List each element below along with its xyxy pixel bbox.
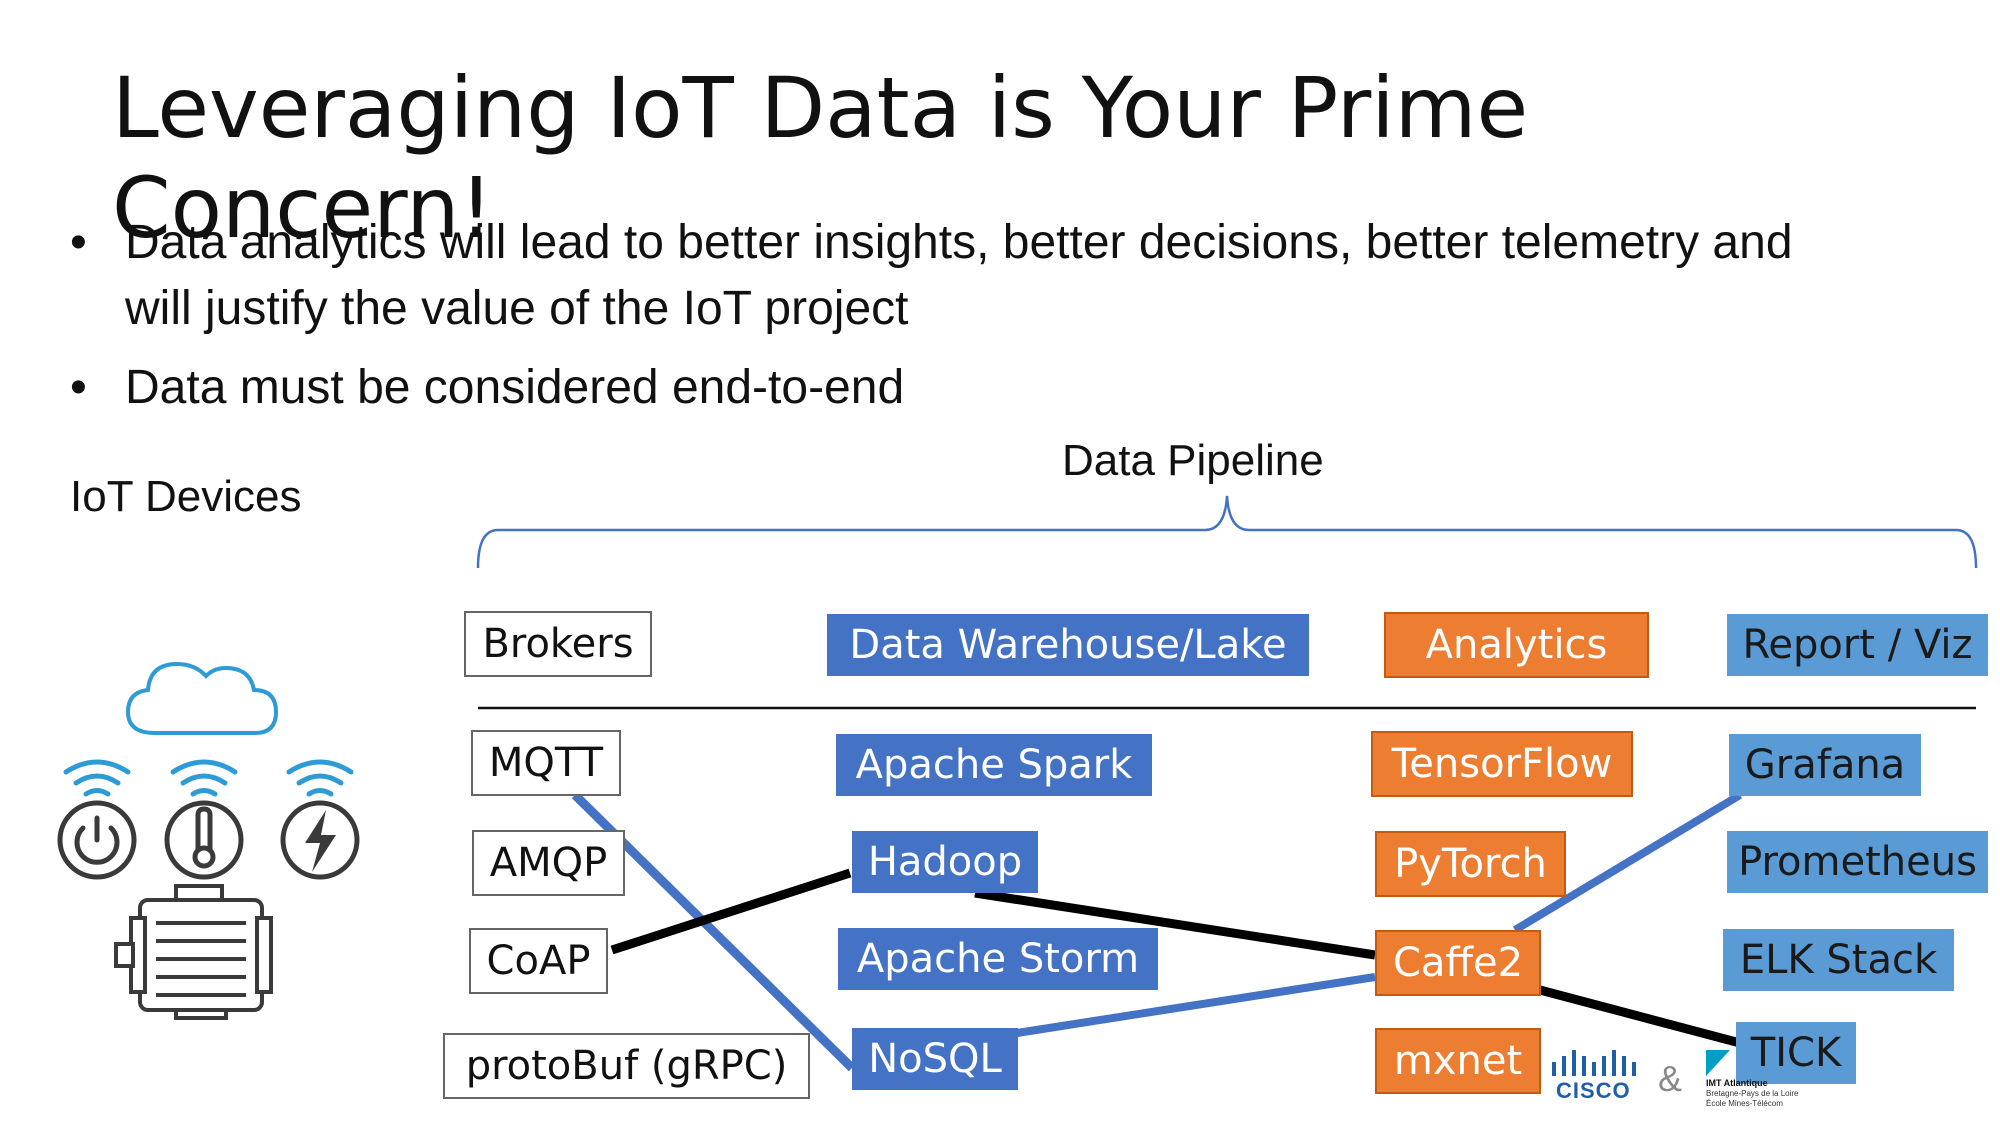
imt-logo-line2: École Mines-Télécom <box>1706 1099 1783 1108</box>
logo-ampersand: & <box>1658 1058 1683 1099</box>
cloud-icon <box>125 661 279 735</box>
header-analytics: Analytics <box>1384 612 1649 678</box>
imt-logo-line1: Bretagne-Pays de la Loire <box>1706 1089 1799 1098</box>
connector-coap-hadoop <box>610 868 852 955</box>
header-report-viz: Report / Viz <box>1727 614 1988 676</box>
connector-caffe2-grafana <box>1512 791 1743 934</box>
report-tick: TICK <box>1736 1022 1856 1084</box>
report-elk-stack: ELK Stack <box>1723 929 1954 991</box>
report-prometheus: Prometheus <box>1727 831 1988 893</box>
connector-nosql-caffe2 <box>1016 973 1376 1037</box>
imt-logo-icon <box>1706 1050 1730 1076</box>
data-pipeline-label: Data Pipeline <box>1062 436 1324 485</box>
broker-amqp: AMQP <box>472 830 625 896</box>
broker-mqtt: MQTT <box>471 730 621 796</box>
warehouse-nosql: NoSQL <box>852 1028 1018 1090</box>
warehouse-hadoop: Hadoop <box>852 831 1038 893</box>
slide-title: Leveraging IoT Data is Your Prime Concer… <box>112 59 1529 257</box>
thermometer-icon <box>164 800 244 880</box>
analytics-mxnet: mxnet <box>1375 1028 1541 1094</box>
wifi-icon <box>286 759 354 797</box>
connector-hadoop-caffe2 <box>974 888 1376 960</box>
iot-devices-label: IoT Devices <box>70 472 302 521</box>
broker-coap: CoAP <box>469 928 608 994</box>
header-data-warehouse: Data Warehouse/Lake <box>827 614 1309 676</box>
motor-icon <box>114 884 273 1020</box>
analytics-caffe2: Caffe2 <box>1375 930 1541 996</box>
wifi-icon <box>63 759 131 797</box>
imt-logo-name: IMT Atlantique <box>1706 1078 1768 1088</box>
wifi-icon <box>170 759 238 797</box>
bullet-marker: • <box>70 216 87 269</box>
bullet-item: • Data analytics will lead to better ins… <box>70 210 1850 342</box>
cisco-logo-icon <box>1552 1050 1636 1076</box>
bullet-text: Data must be considered end-to-end <box>125 361 905 414</box>
report-grafana: Grafana <box>1729 734 1921 796</box>
header-brokers: Brokers <box>464 611 652 677</box>
bullet-marker: • <box>70 361 87 414</box>
lightning-icon <box>280 800 360 880</box>
bullet-text: Data analytics will lead to better insig… <box>125 216 1793 335</box>
pipeline-brace <box>476 495 1978 569</box>
cisco-logo-text: CISCO <box>1556 1078 1631 1103</box>
warehouse-apache-spark: Apache Spark <box>836 734 1152 796</box>
analytics-pytorch: PyTorch <box>1375 831 1566 897</box>
bullet-item: • Data must be considered end-to-end <box>70 355 1850 421</box>
connector-caffe2-tick <box>1538 985 1742 1048</box>
warehouse-apache-storm: Apache Storm <box>838 928 1158 990</box>
analytics-tensorflow: TensorFlow <box>1371 731 1633 797</box>
power-icon <box>57 800 137 880</box>
broker-protobuf: protoBuf (gRPC) <box>443 1033 810 1099</box>
